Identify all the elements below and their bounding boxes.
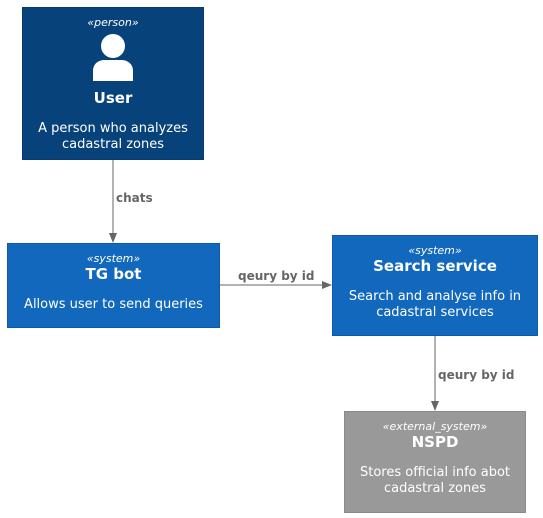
nspd-node[interactable]: «external_system» NSPD Stores official i… xyxy=(344,411,526,513)
user-description: A person who analyzes cadastral zones xyxy=(38,121,188,153)
nspd-description: Stores official info abot cadastral zone… xyxy=(360,465,510,497)
search-service-node[interactable]: «system» Search service Search and analy… xyxy=(332,235,538,336)
search-description-line: Search and analyse info in xyxy=(348,289,522,304)
person-icon xyxy=(92,33,134,85)
nspd-stereotype: «external_system» xyxy=(382,420,488,433)
user-stereotype: «person» xyxy=(87,16,139,29)
user-description-line: cadastral zones xyxy=(61,137,165,152)
search-description-line: cadastral services xyxy=(376,305,494,320)
search-stereotype: «system» xyxy=(408,244,462,257)
search-title: Search service xyxy=(373,257,497,275)
user-node[interactable]: «person» User A person who analyzes cada… xyxy=(22,7,204,160)
edge-label-chats: chats xyxy=(116,191,153,205)
tgbot-title: TG bot xyxy=(85,265,142,283)
tgbot-node[interactable]: «system» TG bot Allows user to send quer… xyxy=(7,243,220,328)
nspd-description-line: cadastral zones xyxy=(383,481,487,496)
edge-label-tgbot-search: qeury by id xyxy=(238,269,315,283)
tgbot-description: Allows user to send queries xyxy=(24,297,203,313)
user-title: User xyxy=(93,89,133,107)
tgbot-stereotype: «system» xyxy=(86,252,141,265)
nspd-description-line: Stores official info abot xyxy=(359,465,511,480)
nspd-title: NSPD xyxy=(411,433,459,451)
tgbot-description-line: Allows user to send queries xyxy=(24,297,203,312)
search-description: Search and analyse info in cadastral ser… xyxy=(349,289,521,321)
user-description-line: A person who analyzes xyxy=(38,121,188,136)
edge-label-search-nspd: qeury by id xyxy=(438,368,515,382)
